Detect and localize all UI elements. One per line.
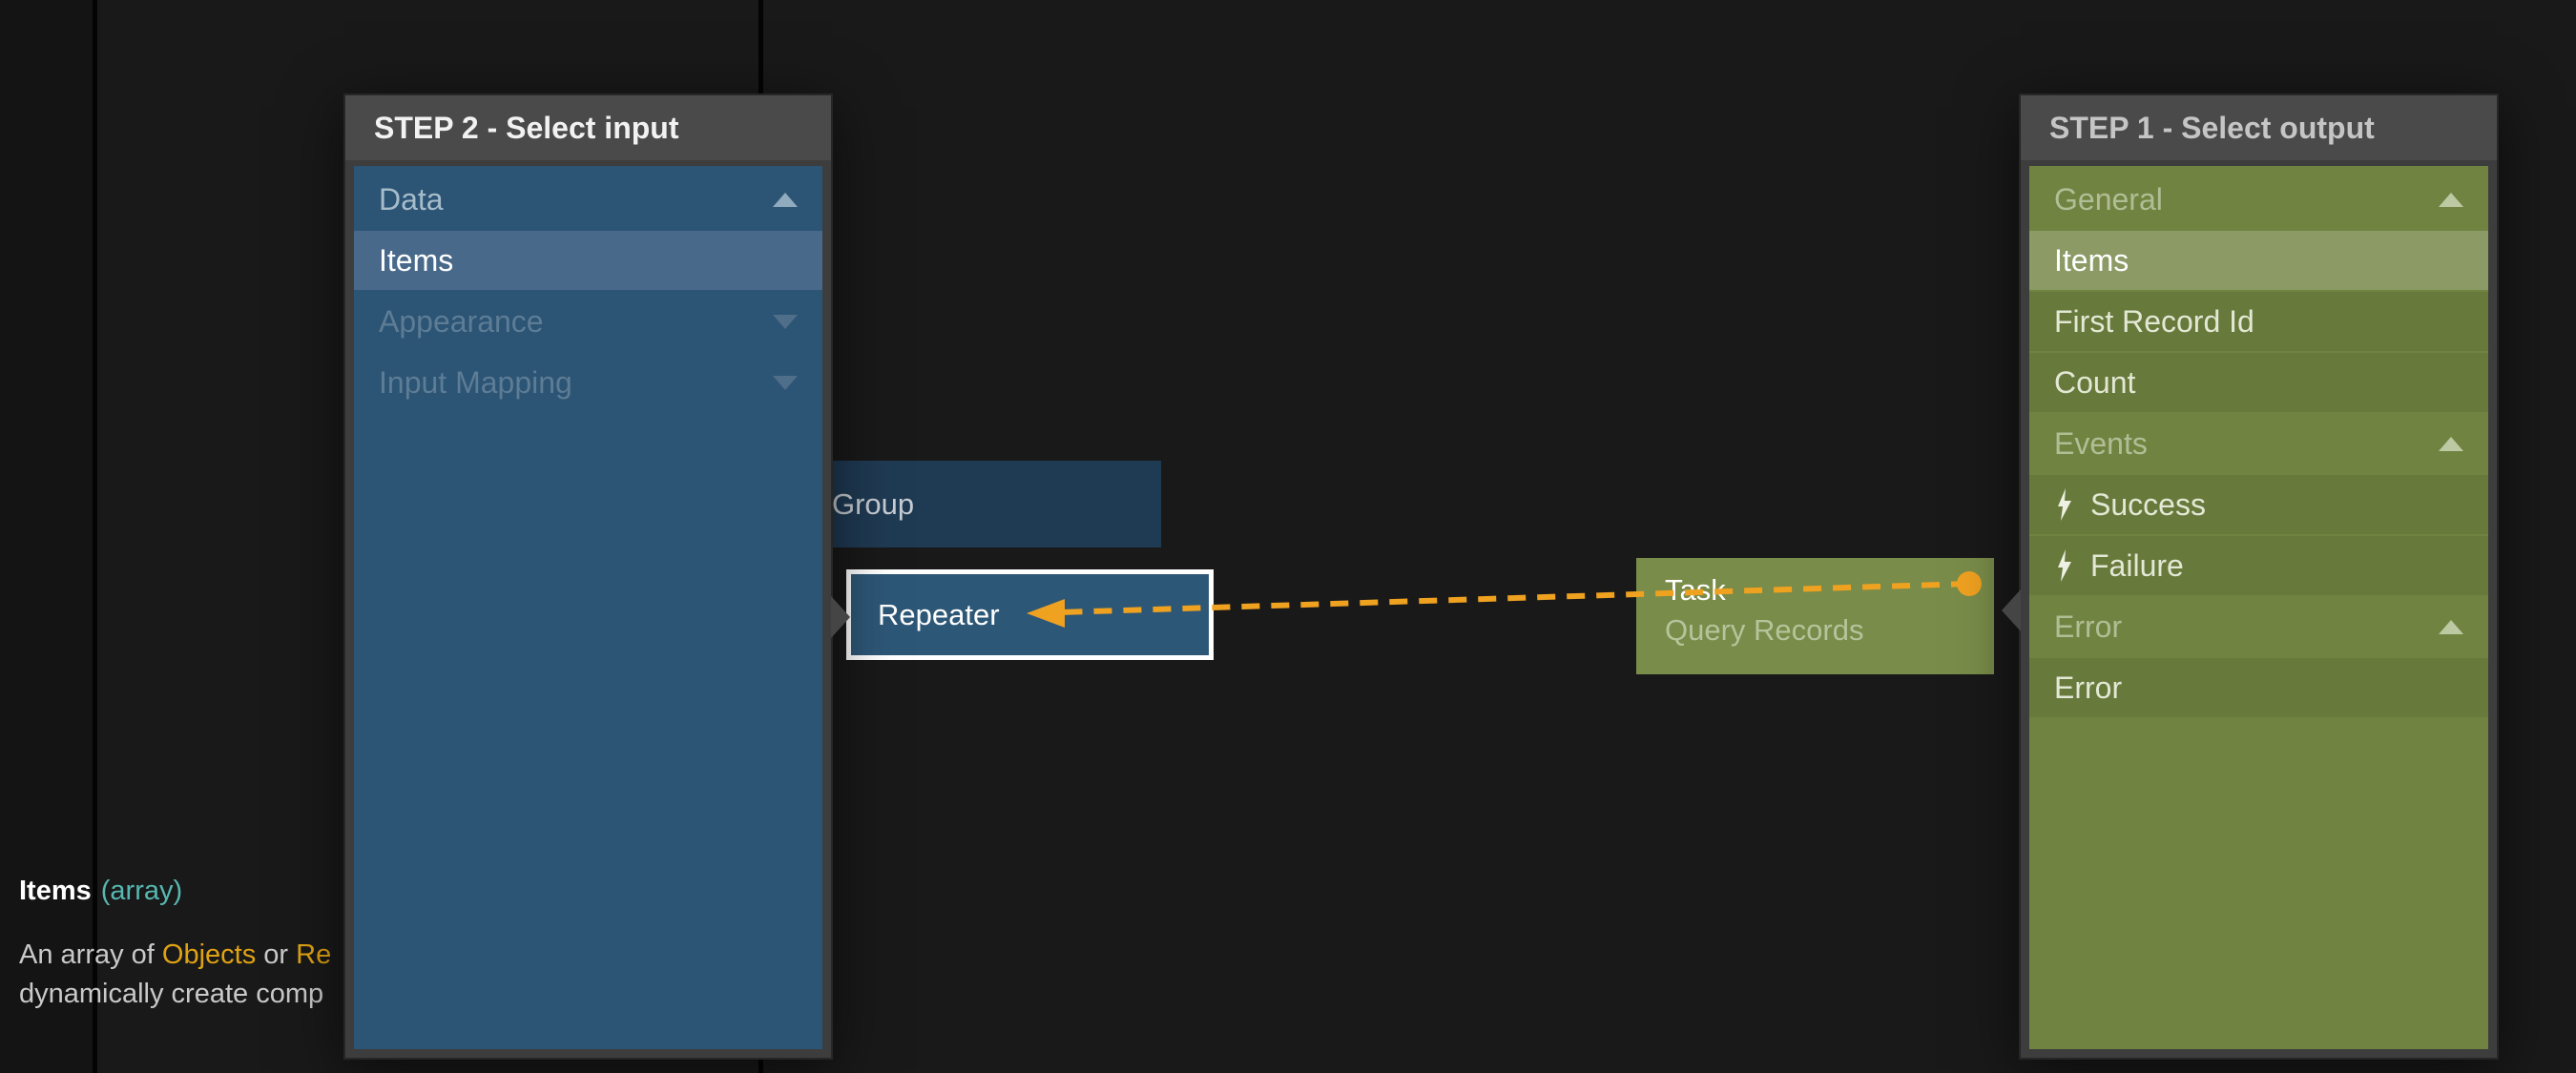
row-label: Items bbox=[2054, 242, 2129, 278]
select-input-panel-body: Data Items Appearance Input Mapping bbox=[354, 166, 822, 1049]
output-row-error[interactable]: Error bbox=[2029, 658, 2488, 717]
output-row-error-group[interactable]: Error bbox=[2029, 597, 2488, 656]
tooltip-description-line2: dynamically create comp bbox=[19, 979, 324, 1009]
row-label: Failure bbox=[2090, 547, 2184, 583]
output-row-events[interactable]: Events bbox=[2029, 414, 2488, 473]
row-label: First Record Id bbox=[2054, 303, 2254, 339]
group-node-label: Group bbox=[832, 486, 915, 521]
lightning-icon bbox=[2058, 549, 2071, 582]
output-row-count[interactable]: Count bbox=[2029, 353, 2488, 412]
input-row-items-selected[interactable]: Items bbox=[354, 231, 822, 290]
triangle-down-icon bbox=[773, 314, 798, 329]
select-input-panel: STEP 2 - Select input Data Items Appeara… bbox=[345, 95, 850, 1058]
row-label: Data bbox=[379, 181, 444, 217]
tooltip-link-records[interactable]: Re bbox=[296, 939, 332, 970]
callout-pointer-icon bbox=[831, 596, 850, 638]
triangle-up-icon bbox=[2439, 192, 2463, 207]
tooltip-text: or bbox=[256, 939, 297, 970]
repeater-node-label: Repeater bbox=[878, 597, 1000, 631]
row-label: Events bbox=[2054, 425, 2148, 461]
tooltip-text: An array of bbox=[19, 939, 162, 970]
row-label: Error bbox=[2054, 670, 2123, 705]
task-node[interactable]: Task Query Records bbox=[1636, 558, 1994, 674]
triangle-up-icon bbox=[2439, 436, 2463, 451]
row-label: Error bbox=[2054, 609, 2123, 644]
property-tooltip: Items (array) An array of Objects or Re d… bbox=[19, 876, 331, 1014]
output-row-general[interactable]: General bbox=[2029, 170, 2488, 229]
input-row-input-mapping[interactable]: Input Mapping bbox=[354, 353, 822, 412]
input-row-appearance[interactable]: Appearance bbox=[354, 292, 822, 351]
select-output-panel-title: STEP 1 - Select output bbox=[2021, 95, 2497, 160]
triangle-up-icon bbox=[773, 192, 798, 207]
task-node-subtitle: Query Records bbox=[1665, 613, 1864, 647]
select-output-panel-body: General Items First Record Id Count Even… bbox=[2029, 166, 2488, 1049]
tooltip-description-line1: An array of Objects or Re bbox=[19, 936, 331, 975]
output-row-success[interactable]: Success bbox=[2029, 475, 2488, 534]
canvas-guide-line-left bbox=[93, 0, 97, 1073]
output-row-items-selected[interactable]: Items bbox=[2029, 231, 2488, 290]
input-row-data[interactable]: Data bbox=[354, 170, 822, 229]
canvas-left-strip bbox=[0, 0, 93, 1073]
tooltip-type-badge: (array) bbox=[100, 876, 183, 906]
repeater-node-selected[interactable]: Repeater bbox=[846, 569, 1214, 660]
task-node-title: Task bbox=[1665, 573, 1726, 607]
output-row-first-record-id[interactable]: First Record Id bbox=[2029, 292, 2488, 351]
row-label: Appearance bbox=[379, 303, 544, 339]
row-label: Count bbox=[2054, 364, 2136, 400]
callout-pointer-icon bbox=[2002, 589, 2021, 631]
tooltip-title: Items bbox=[19, 876, 92, 906]
row-label: Input Mapping bbox=[379, 364, 572, 400]
tooltip-link-objects[interactable]: Objects bbox=[161, 939, 257, 970]
tooltip-title-line: Items (array) bbox=[19, 876, 331, 907]
row-label: General bbox=[2054, 181, 2163, 217]
lightning-icon bbox=[2058, 488, 2071, 521]
row-label: Success bbox=[2090, 486, 2206, 522]
triangle-down-icon bbox=[773, 375, 798, 390]
select-input-panel-title: STEP 2 - Select input bbox=[345, 95, 831, 160]
output-row-failure[interactable]: Failure bbox=[2029, 536, 2488, 595]
tooltip-description: An array of Objects or Re dynamically cr… bbox=[19, 936, 331, 1014]
row-label: Items bbox=[379, 242, 454, 278]
select-output-panel: STEP 1 - Select output General Items Fir… bbox=[2002, 95, 2497, 1058]
triangle-up-icon bbox=[2439, 619, 2463, 634]
group-node[interactable]: Group bbox=[806, 461, 1161, 547]
